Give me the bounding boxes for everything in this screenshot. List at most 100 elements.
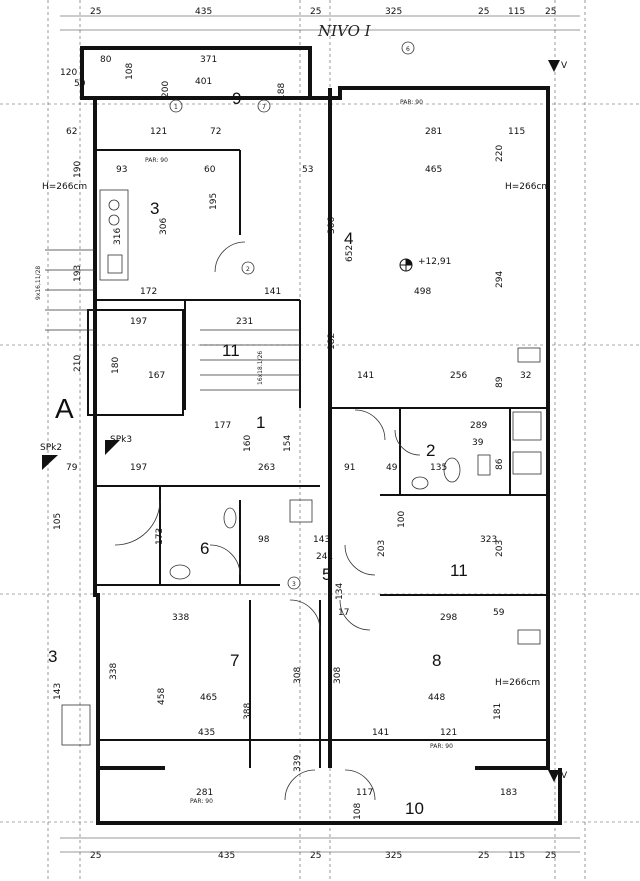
- room-number: 11: [222, 341, 240, 360]
- dim-text: 182: [327, 333, 337, 350]
- dim-text: 121: [150, 127, 167, 137]
- circle-mark: 7: [262, 104, 266, 111]
- dim-text: 298: [440, 613, 457, 623]
- top-dimensions: 25 435 25 325 25 115 25: [90, 7, 556, 17]
- dim-text: 220: [495, 145, 505, 162]
- dim-text: 308: [333, 667, 343, 684]
- dim-text: 120: [60, 68, 77, 78]
- dim-text: 49: [386, 463, 398, 473]
- dim-text: 435: [195, 7, 212, 17]
- room-number: 8: [432, 651, 441, 670]
- parapet-label: PAR: 90: [400, 99, 423, 106]
- dim-text: 50: [74, 79, 86, 89]
- dim-text: 143: [313, 535, 330, 545]
- dim-text: 183: [500, 788, 517, 798]
- dim-text: 325: [385, 7, 402, 17]
- dim-text: 25: [478, 7, 489, 17]
- view-mark: V: [561, 61, 568, 71]
- dim-text: 25: [478, 851, 489, 861]
- fixtures: [61, 189, 542, 746]
- circle-mark: 6: [406, 46, 410, 53]
- dim-text: 60: [204, 165, 216, 175]
- room-number: 10: [405, 799, 424, 818]
- dim-text: 25: [310, 851, 321, 861]
- dim-text: 306: [327, 217, 337, 234]
- dim-text: 435: [218, 851, 235, 861]
- dim-text: 93: [116, 165, 127, 175]
- dim-text: 25: [90, 7, 101, 17]
- exterior-walls: [80, 46, 562, 825]
- circle-marks: 1 2 3 6 7: [169, 41, 415, 590]
- dim-text: 339: [293, 755, 303, 772]
- dim-text: 448: [428, 693, 445, 703]
- dim-text: 25: [545, 7, 556, 17]
- circle-mark: 2: [246, 266, 250, 273]
- dim-text: 458: [157, 688, 167, 705]
- dim-text: 86: [495, 458, 505, 470]
- dim-text: 59: [493, 608, 505, 618]
- dim-text: 195: [209, 193, 219, 210]
- dim-text: 25: [90, 851, 101, 861]
- plan-title: NIVO I: [317, 22, 372, 40]
- dim-text: 281: [196, 788, 213, 798]
- dim-text: 108: [125, 63, 135, 80]
- room-number: 7: [230, 651, 239, 670]
- dim-text: 172: [140, 287, 157, 297]
- dim-text: 498: [414, 287, 431, 297]
- dim-text: 200: [161, 81, 171, 98]
- dim-text: 316: [113, 228, 123, 245]
- room-number: 3: [48, 647, 57, 666]
- dim-text: 79: [66, 463, 78, 473]
- height-label: H=266cm: [505, 182, 550, 192]
- dim-text: 210: [73, 355, 83, 372]
- room-number: 9: [232, 89, 241, 108]
- interior-walls: [87, 149, 548, 768]
- dim-text: 117: [356, 788, 373, 798]
- dim-text: 115: [508, 127, 525, 137]
- room-number: 5: [322, 565, 331, 584]
- dim-text: 80: [100, 55, 112, 65]
- dim-text: 173: [155, 528, 165, 545]
- stairs-label: 9x16,11/28: [35, 266, 42, 300]
- dim-text: 98: [258, 535, 270, 545]
- dim-text: 652: [345, 245, 355, 262]
- dim-text: 53: [302, 165, 313, 175]
- dim-text: 25: [545, 851, 556, 861]
- dim-text: 241: [316, 552, 333, 562]
- dim-text: 180: [111, 357, 121, 374]
- parapet-label: PAR: 90: [145, 157, 168, 164]
- dim-text: 388: [243, 703, 253, 720]
- dim-text: 181: [493, 703, 503, 720]
- dim-text: 141: [357, 371, 374, 381]
- section-markers: [42, 60, 560, 782]
- room-number: 11: [450, 561, 468, 580]
- dim-text: 154: [283, 435, 293, 452]
- grid-axis-marker: A: [55, 393, 74, 424]
- dim-text: 371: [200, 55, 217, 65]
- dim-text: 89: [495, 376, 505, 388]
- dim-text: 115: [508, 851, 525, 861]
- dim-text: 281: [425, 127, 442, 137]
- dim-text: 308: [293, 667, 303, 684]
- bottom-dimensions: 25 435 25 325 25 115 25: [90, 851, 556, 861]
- circle-mark: 3: [292, 581, 296, 588]
- dim-text: 62: [66, 127, 77, 137]
- room-number: 3: [150, 199, 159, 218]
- dim-text: 143: [53, 683, 63, 700]
- dim-text: 188: [277, 83, 287, 100]
- dim-text: 25: [310, 7, 321, 17]
- dim-text: 197: [130, 317, 147, 327]
- dim-text: 256: [450, 371, 467, 381]
- dim-text: 190: [73, 161, 83, 178]
- interior-dimensions: 371 401 80 50 120 62 121 72 281 115 93 6…: [53, 55, 531, 820]
- dim-text: 115: [508, 7, 525, 17]
- dim-text: 160: [243, 435, 253, 452]
- dim-text: 193: [73, 265, 83, 282]
- dim-text: 294: [495, 271, 505, 288]
- stair-treads: [45, 249, 300, 391]
- dim-text: 135: [430, 463, 447, 473]
- dim-text: 17: [338, 608, 349, 618]
- annotations: SPk2 SPk3 V V H=266cm H=266cm H=266cm 16…: [35, 61, 568, 805]
- dim-text: 141: [264, 287, 281, 297]
